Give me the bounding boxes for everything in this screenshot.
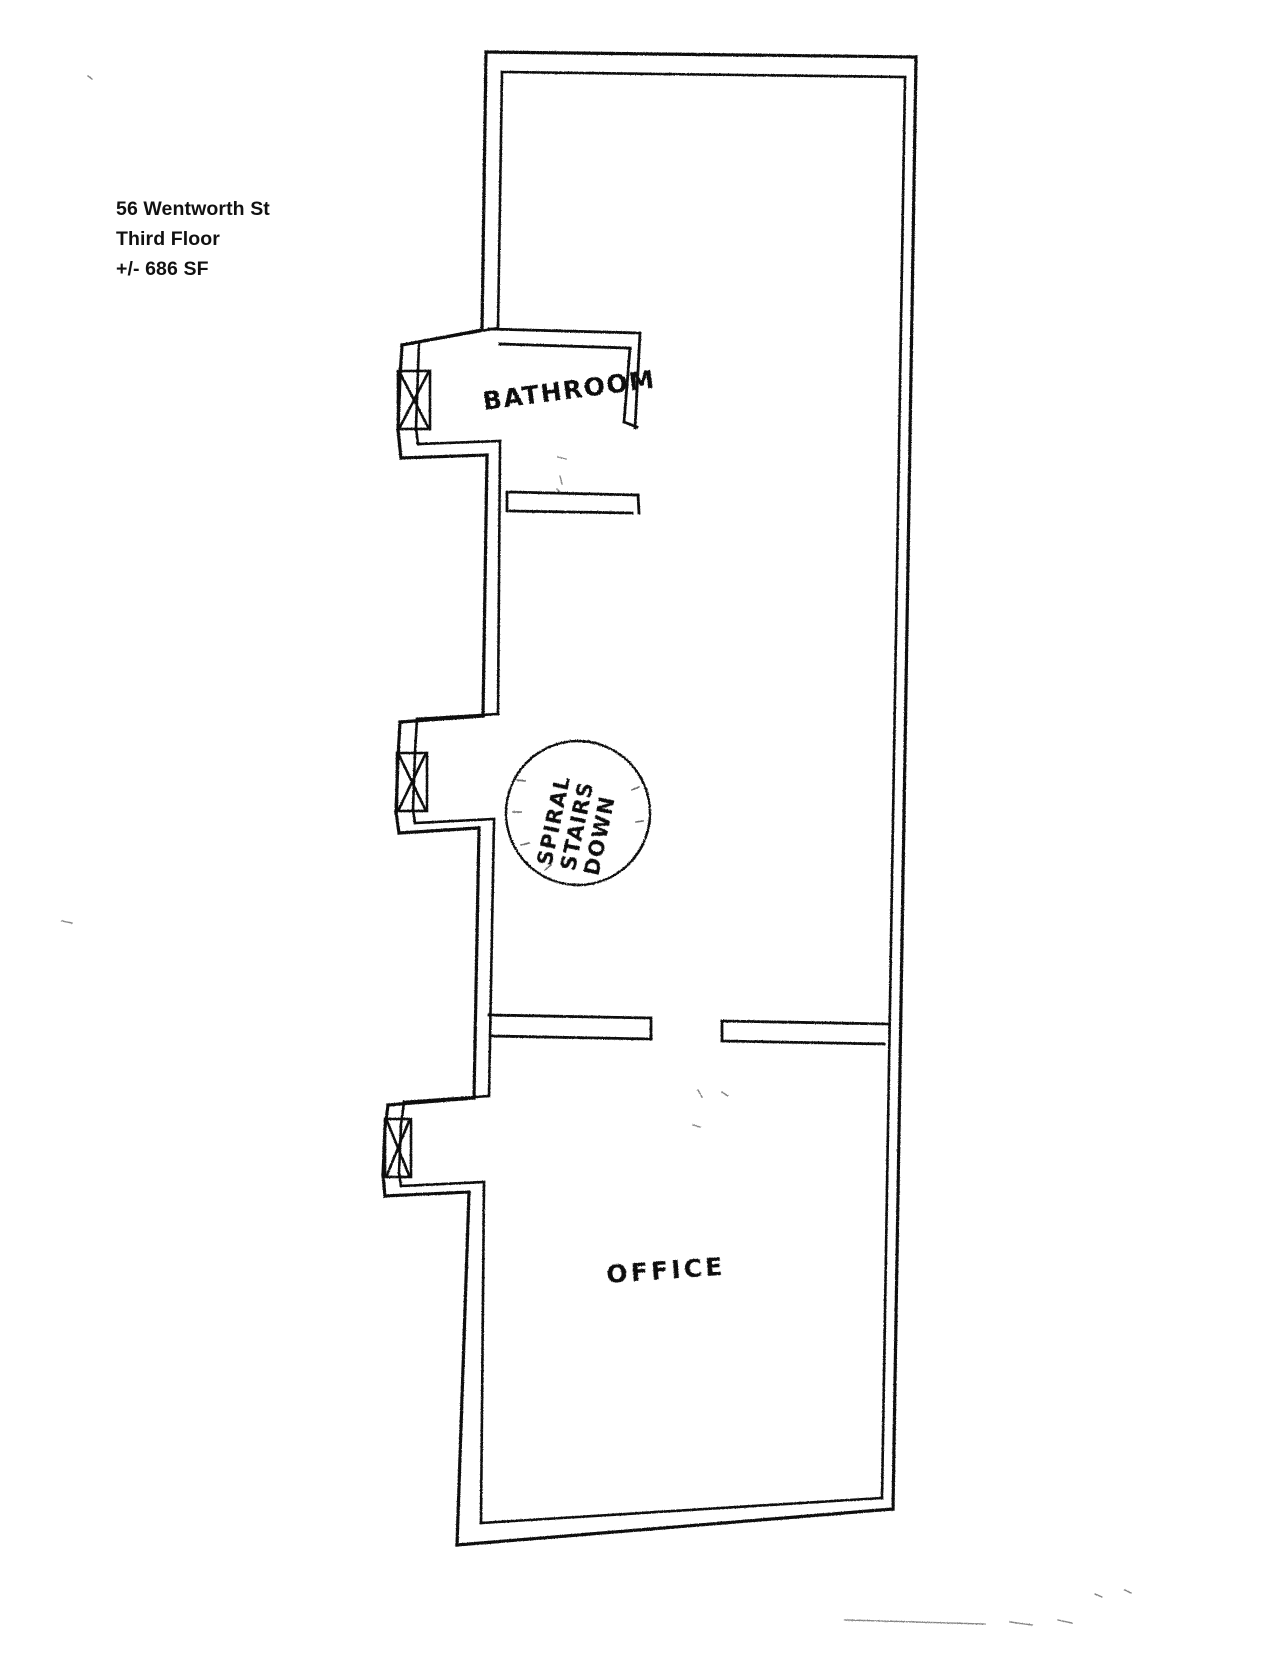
title-address: 56 Wentworth St bbox=[116, 198, 270, 220]
spiral-stairs-label: SPIRAL STAIRS DOWN bbox=[533, 773, 620, 877]
exterior-wall-inner-line bbox=[397, 70, 907, 1525]
title-block: 56 Wentworth St Third Floor +/- 686 SF bbox=[116, 194, 436, 284]
title-floor: Third Floor bbox=[116, 228, 220, 250]
interior-wall-office-left-stub bbox=[487, 1013, 653, 1041]
interior-stub-wall-upper bbox=[505, 490, 641, 515]
interior-wall-office-right-stub bbox=[720, 1019, 890, 1046]
window-lower bbox=[383, 1117, 413, 1179]
spiral-stairs-circle bbox=[504, 739, 652, 887]
window-middle bbox=[395, 751, 429, 813]
bathroom-label: BATHROOM bbox=[481, 365, 657, 416]
spiral-stairs-treads bbox=[512, 779, 644, 872]
window-upper bbox=[396, 369, 432, 431]
scan-artifacts bbox=[61, 75, 1132, 1626]
office-label: OFFICE bbox=[605, 1252, 726, 1289]
bathroom-partition-walls bbox=[487, 327, 642, 430]
title-area: +/- 686 SF bbox=[116, 258, 209, 280]
